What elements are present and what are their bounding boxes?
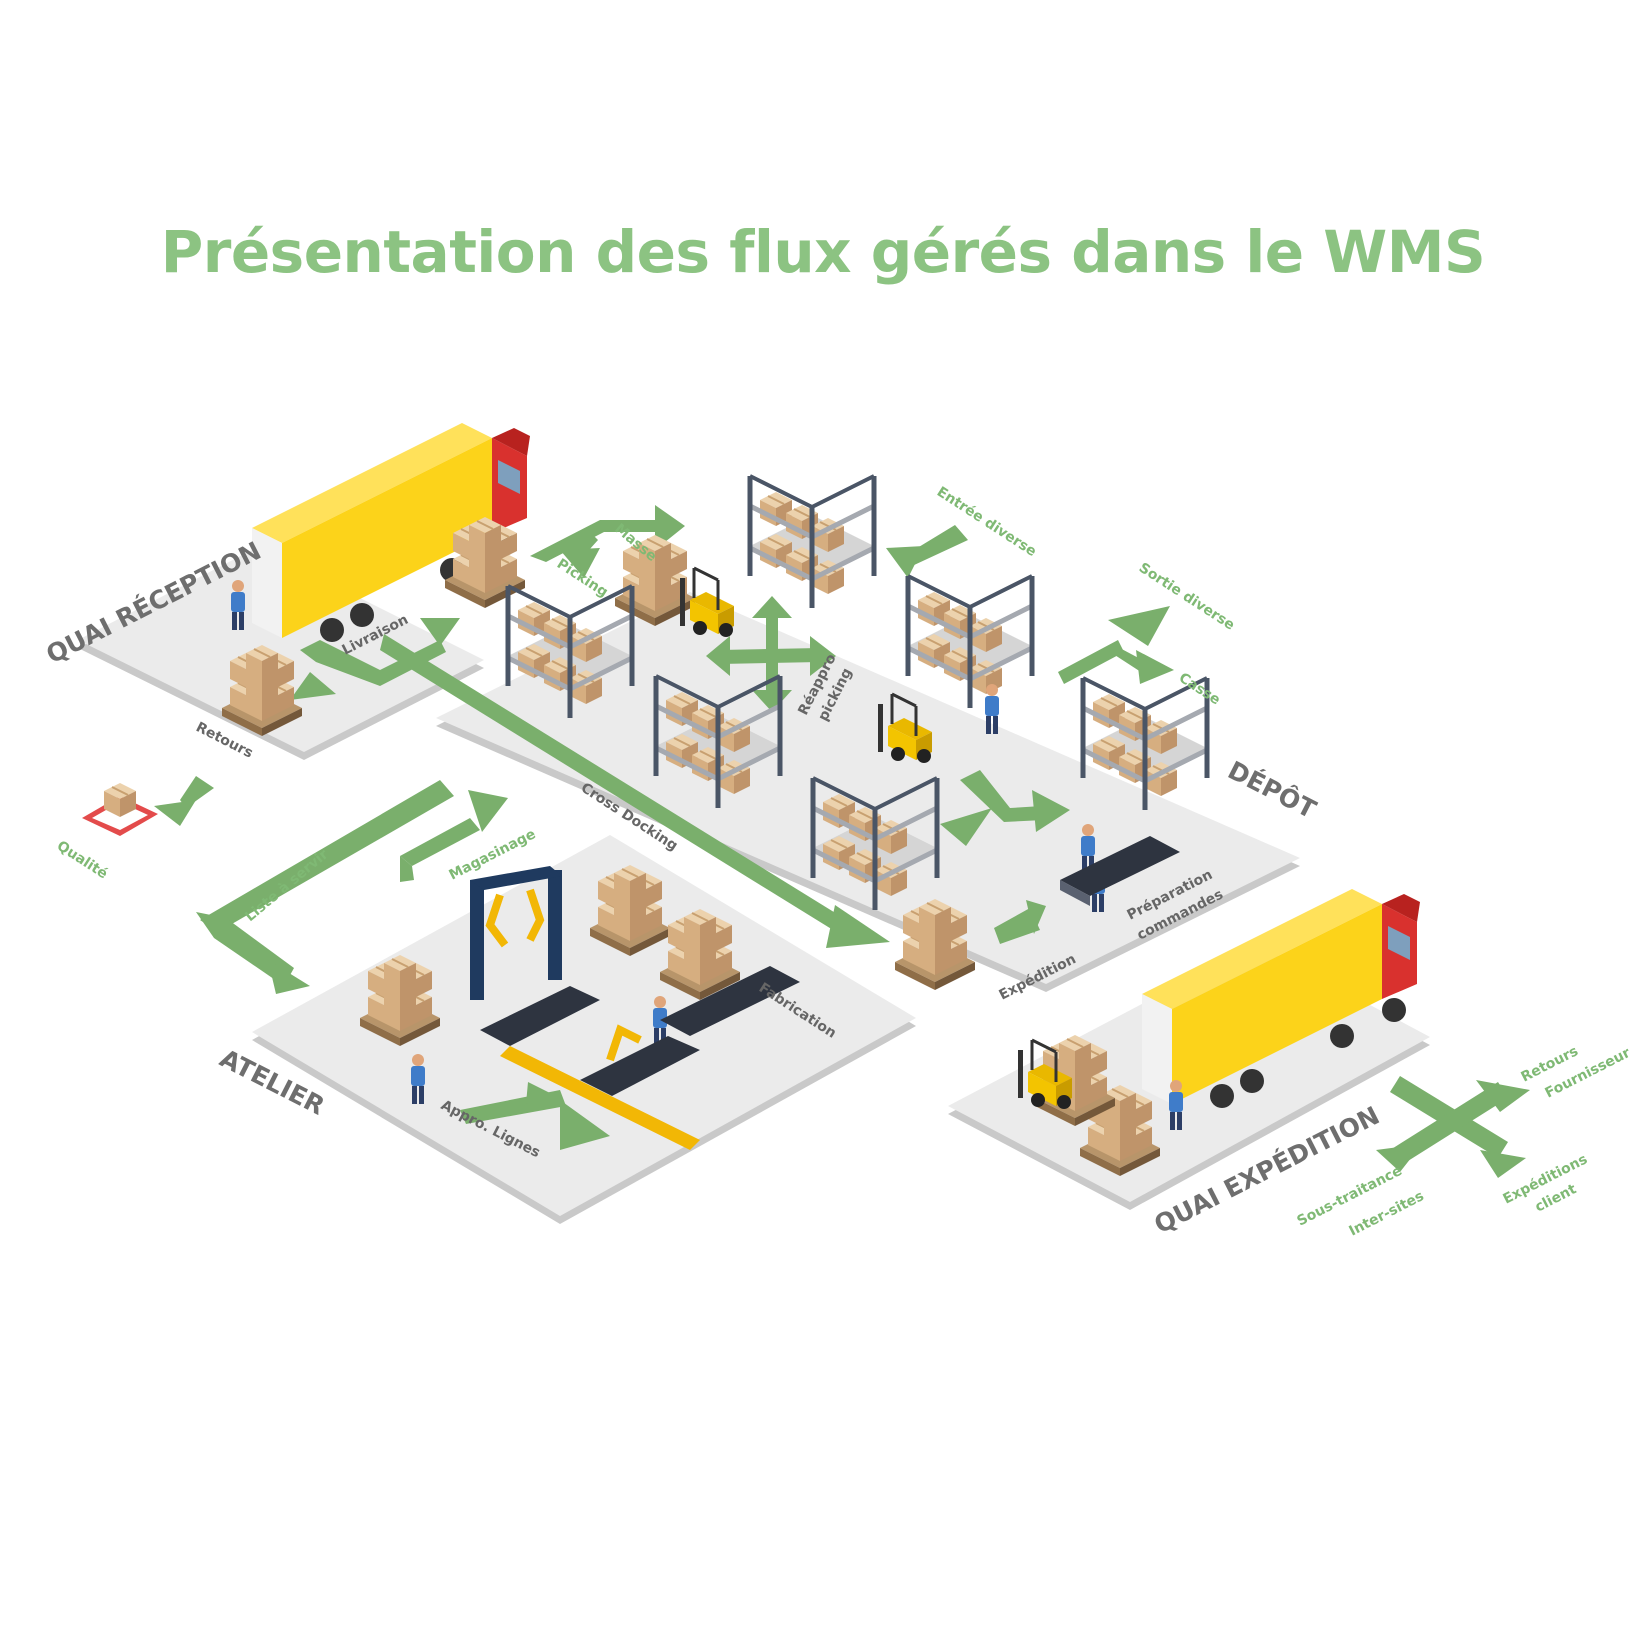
conveyor-icon xyxy=(480,836,1180,1150)
clipboard-icon xyxy=(82,782,158,836)
flow-arrow-icon xyxy=(154,505,1530,1178)
label-qualite: Qualité xyxy=(54,838,111,883)
robot-arm-icon xyxy=(470,866,642,1062)
label-entree-diverse: Entrée diverse xyxy=(934,484,1039,560)
label-liste-a-servir: Liste à servir xyxy=(242,847,331,926)
platform-atelier xyxy=(252,835,916,1224)
page-title: Présentation des flux gérés dans le WMS xyxy=(160,218,1486,286)
zone-depot: DÉPÔT xyxy=(1223,755,1321,825)
